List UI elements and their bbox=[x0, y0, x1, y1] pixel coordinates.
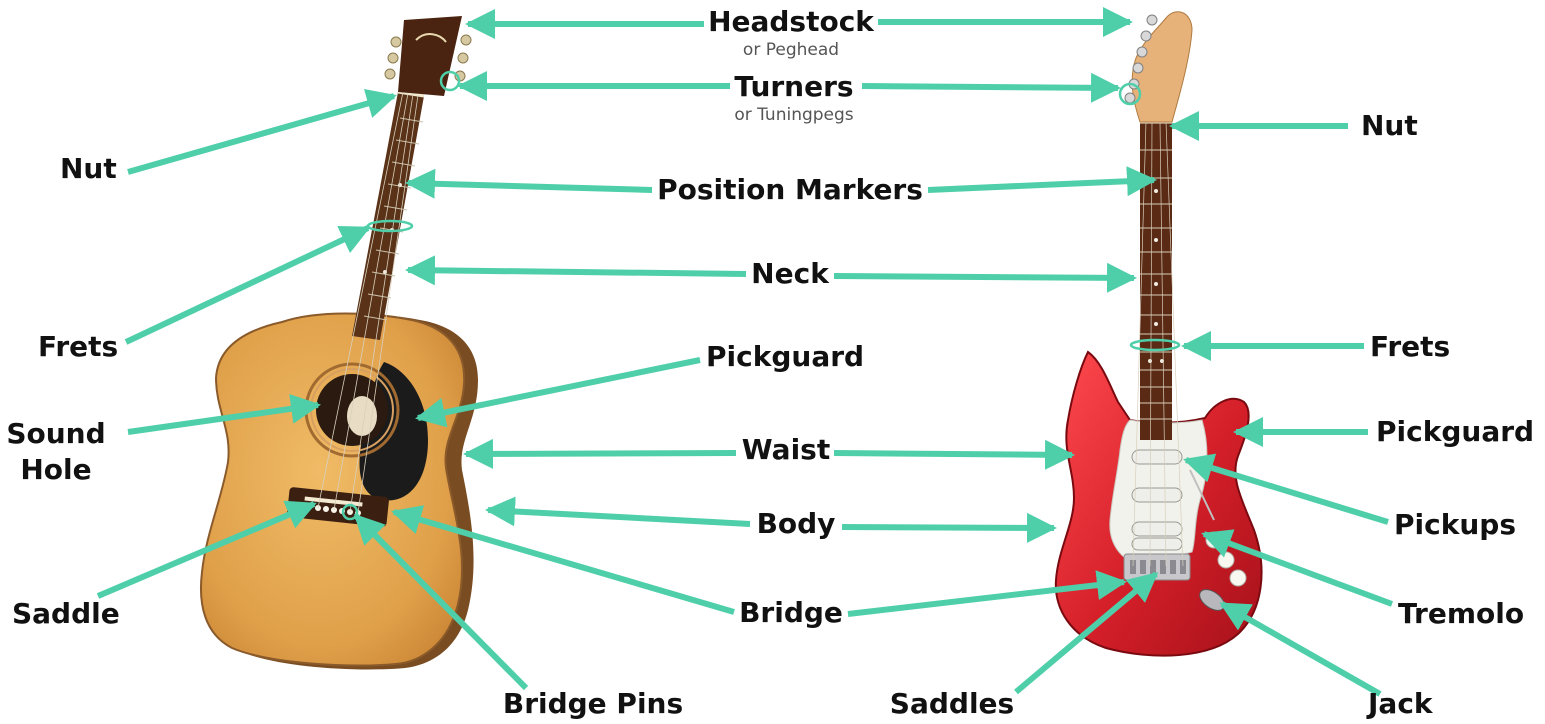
label-waist: Waist bbox=[742, 436, 830, 464]
label-saddle: Saddle bbox=[12, 600, 120, 628]
label-bridge-pins: Bridge Pins bbox=[503, 690, 683, 718]
label-headstock-sub: or Peghead bbox=[743, 42, 839, 59]
label-jack: Jack bbox=[1368, 690, 1433, 718]
label-neck: Neck bbox=[751, 260, 829, 288]
label-pickguard-acoustic: Pickguard bbox=[706, 343, 864, 371]
acoustic-body bbox=[201, 314, 464, 666]
label-bridge: Bridge bbox=[739, 599, 843, 627]
label-sound-hole-1: Sound bbox=[6, 420, 105, 448]
acoustic-headstock bbox=[398, 16, 462, 96]
label-pickguard-electric: Pickguard bbox=[1376, 418, 1534, 446]
label-nut-right: Nut bbox=[1361, 112, 1418, 140]
label-turners-sub: or Tuningpegs bbox=[734, 107, 853, 124]
label-nut-left: Nut bbox=[60, 155, 117, 183]
electric-guitar bbox=[1056, 12, 1262, 656]
label-frets-left: Frets bbox=[38, 333, 118, 361]
label-headstock: Headstock bbox=[708, 8, 874, 36]
label-body: Body bbox=[757, 510, 836, 538]
label-pickups: Pickups bbox=[1394, 511, 1516, 539]
label-saddles: Saddles bbox=[890, 690, 1014, 718]
label-sound-hole-2: Hole bbox=[20, 456, 91, 484]
label-tremolo: Tremolo bbox=[1398, 600, 1524, 628]
label-turners: Turners bbox=[734, 73, 853, 101]
label-frets-right: Frets bbox=[1370, 333, 1450, 361]
label-position-markers: Position Markers bbox=[657, 176, 923, 204]
